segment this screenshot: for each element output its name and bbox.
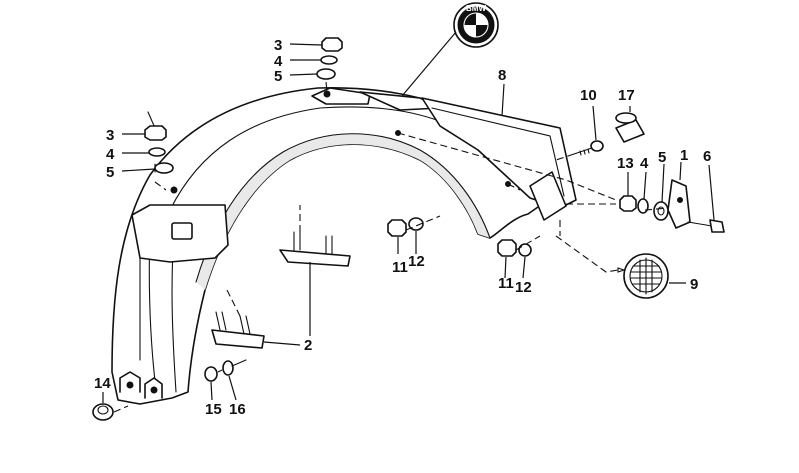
callout-12-right: 12 <box>515 279 532 296</box>
callout-17: 17 <box>618 87 635 104</box>
callout-6: 6 <box>703 148 711 165</box>
callout-12-left: 12 <box>408 253 425 270</box>
fastener-stack-top <box>316 37 343 80</box>
callout-8: 8 <box>498 67 506 84</box>
nut-11-left <box>387 219 407 237</box>
assembly-lines <box>113 81 669 413</box>
leader-lines <box>102 31 715 403</box>
washer-4-right <box>637 198 649 214</box>
rear-fender <box>111 86 553 405</box>
callout-1: 1 <box>680 147 688 164</box>
washer-12-right <box>518 243 532 257</box>
washer-12-left <box>408 217 424 231</box>
emblem-text: BMW <box>466 4 486 13</box>
nut-13 <box>619 195 637 212</box>
fastener-stack-left <box>144 111 174 174</box>
callout-5-left: 5 <box>106 164 114 181</box>
callout-16: 16 <box>229 401 246 418</box>
washer-5-right <box>653 201 669 221</box>
callout-4-left: 4 <box>106 146 115 163</box>
callout-11-right: 11 <box>498 275 514 292</box>
callout-5-top: 5 <box>274 68 282 85</box>
fender-bracket-upper <box>279 231 351 267</box>
screw-10 <box>573 140 604 156</box>
bolt-6 <box>687 219 725 233</box>
callout-3-left: 3 <box>106 127 114 144</box>
callout-9: 9 <box>690 276 698 293</box>
washer-15 <box>204 366 218 382</box>
callout-4-right: 4 <box>640 155 649 172</box>
nut-11-right <box>497 239 517 257</box>
callout-5-right: 5 <box>658 149 666 166</box>
callout-labels: 1 2 3 3 4 4 4 5 5 5 6 8 9 10 11 11 12 12… <box>94 37 711 418</box>
callout-15: 15 <box>205 401 222 418</box>
callout-11-left: 11 <box>392 259 408 276</box>
grommet-14 <box>92 403 114 421</box>
callout-4-top: 4 <box>274 53 283 70</box>
reflector-bracket <box>529 171 691 229</box>
callout-3-top: 3 <box>274 37 282 54</box>
callout-2: 2 <box>304 337 312 354</box>
callout-13: 13 <box>617 155 634 172</box>
screw-16 <box>222 359 247 376</box>
callout-14: 14 <box>94 375 111 392</box>
cap-17 <box>615 112 645 143</box>
bmw-emblem: BMW <box>453 2 499 48</box>
callout-10: 10 <box>580 87 597 104</box>
fender-bracket-lower <box>211 311 265 349</box>
reflector <box>617 253 669 299</box>
